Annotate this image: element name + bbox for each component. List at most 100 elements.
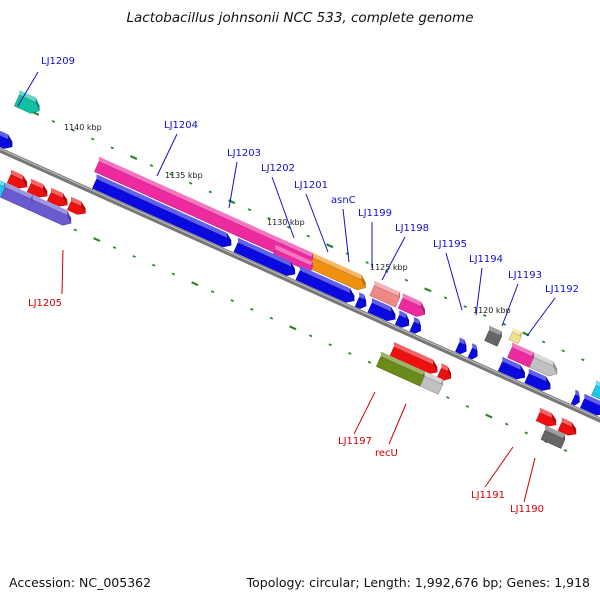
scale-tick [188,181,193,185]
gene-red-1 [6,169,28,189]
label-lj1203-leader [228,161,238,209]
gene-lj1191b [557,417,577,436]
gene-blue-9-face [467,347,478,360]
gene-recu-b-top [424,371,443,385]
gene-red-4-face [66,201,87,215]
label-lj1192-leader [526,297,556,337]
label-lj1193-leader [501,283,519,327]
scale-tick [210,290,215,294]
scale-tick [73,228,78,232]
gene-lj1209-face [13,94,40,114]
scale-tick [71,128,75,132]
gene-lj1195-top [489,325,502,337]
label-asnc: asnC [331,195,356,206]
gene-lj1197b-top [441,363,448,372]
gene-red-1-side [22,175,28,187]
scale-tick [90,137,95,141]
gene-blue-1-top [96,174,227,238]
scale-tick [247,208,252,212]
gene-red-2-side [42,184,48,196]
gene-lj1197b-side [447,366,452,379]
gene-blue-4 [354,292,367,309]
gene-lj1191-side [551,413,557,425]
gene-red-3-face [46,192,68,207]
scale-tick [443,296,448,300]
kbp-label: 1135 kbp [165,171,203,180]
gene-blue-7 [409,317,422,334]
label-lj1202: LJ1202 [261,163,295,174]
gene-cyan-right-top [595,380,600,388]
gene-lj1195b-face [508,331,522,345]
backbone-line [0,147,600,423]
scale-tick [267,217,271,220]
gene-lj1197-top [393,342,434,365]
gene-lj1190 [540,425,566,449]
label-lj1205-leader [61,249,64,295]
scale-tick [250,307,254,311]
scale-tick [130,155,138,160]
gene-red-2 [26,178,48,198]
gene-features [0,90,600,449]
scale-tick [483,314,487,317]
gene-blue-6-top [399,310,406,319]
gene-blue-2-side [290,261,296,274]
gene-red-1-top [10,169,23,180]
gene-lj1199-top [402,293,421,307]
kbp-label: 1140 kbp [64,123,102,132]
gene-blue-10-face [497,361,526,380]
gene-blue-6-face [394,315,410,328]
gene-lj1197-face [389,346,438,374]
scale-tick [326,243,334,249]
gene-lj1191-face [535,412,557,427]
gene-lj1194-top [512,342,534,358]
gene-lj1193-face [529,357,558,377]
scale-tick [112,246,117,250]
scale-tick [424,287,432,293]
gene-lj1195-face [484,330,503,347]
map-title: Lactobacillus johnsonii NCC 533, complet… [126,10,474,26]
label-lj1192: LJ1192 [545,284,579,295]
scale-tick [51,119,56,123]
label-lj1197-leader [353,391,376,435]
scale-tick [541,340,546,344]
scale-tick [367,360,372,364]
gene-lj1202-top [313,253,362,280]
gene-red-2-top [30,178,43,189]
gene-blue-12-top [575,389,579,397]
gene-blue-5 [367,298,396,322]
label-lj1190-leader [523,457,536,503]
gene-lj1190-top [545,425,565,440]
scale-tick [563,449,568,452]
gene-lj1191b-side [571,422,577,434]
gene-blue-9 [467,343,478,360]
label-lj1209: LJ1209 [41,56,75,67]
gene-red-1-face [6,174,28,189]
gene-blue-5-face [367,302,396,322]
label-recu: recU [375,448,398,459]
gene-lj1205a [0,182,33,211]
gene-blue-5-top [371,298,392,312]
accession-label: Accession: NC_005362 [9,575,152,590]
gene-blue-0-side [8,134,13,147]
gene-lj1201-link-top [275,244,313,267]
gene-blue-12-face [570,394,580,406]
label-lj1190: LJ1190 [510,504,544,515]
scale-tick [191,281,199,287]
gene-blue-13-face [579,398,600,416]
scale-tick [169,172,173,176]
gene-blue-8 [455,337,467,355]
gene-blue-10 [497,356,526,380]
scale-tick [465,404,470,408]
gene-lj1194 [507,342,535,368]
scale-tick [110,146,114,150]
scale-tick [561,349,565,353]
label-lj1195-leader [445,252,463,311]
gene-blue-3-side [350,288,355,301]
gene-blue-3 [295,265,355,303]
label-lj1205: LJ1205 [28,298,62,309]
gene-blue-9-top [472,343,477,351]
gene-cyan-right [591,380,600,400]
label-lj1204: LJ1204 [164,120,198,131]
gene-lj1190-face [540,429,566,449]
